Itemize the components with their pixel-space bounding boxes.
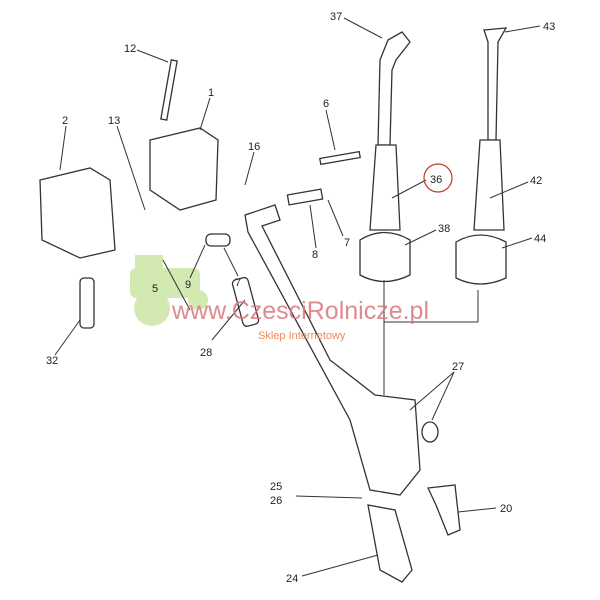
lever-37 (359, 31, 411, 283)
label-28: 28 (200, 347, 212, 359)
label-2: 2 (62, 115, 68, 127)
label-27: 27 (452, 361, 464, 373)
part-20 (427, 484, 461, 536)
main-lever (244, 204, 421, 496)
label-12: 12 (124, 43, 136, 55)
leader-lines (54, 17, 541, 577)
label-7a: 7 (344, 237, 350, 249)
pin-12 (160, 59, 178, 121)
label-6: 6 (323, 98, 329, 110)
watermark-url: www.CzesciRolnicze.pl (172, 297, 430, 325)
label-7b: 7 (235, 277, 241, 289)
label-1: 1 (208, 87, 214, 99)
bracket-1 (149, 127, 219, 211)
label-25: 25 (270, 481, 282, 493)
label-13: 13 (108, 115, 120, 127)
label-42: 42 (530, 175, 542, 187)
label-36: 36 (430, 174, 442, 186)
bushing-9 (205, 233, 231, 247)
bracket-2 (39, 167, 116, 259)
label-37: 37 (330, 11, 342, 23)
spring-32 (79, 277, 95, 329)
highlight-circle (423, 163, 453, 193)
label-8: 8 (312, 249, 318, 261)
label-9: 9 (185, 279, 191, 291)
bolt-6 (319, 150, 361, 166)
pedal-24 (367, 504, 413, 583)
watermark-subtitle: Sklep Internetowy (258, 330, 346, 342)
ring-27 (421, 421, 439, 443)
lever-43 (455, 27, 508, 285)
label-16: 16 (248, 141, 260, 153)
spring-28 (231, 276, 260, 327)
label-32: 32 (46, 355, 58, 367)
pin-8 (286, 188, 324, 206)
label-26: 26 (270, 495, 282, 507)
label-5: 5 (152, 283, 158, 295)
label-44: 44 (534, 233, 546, 245)
tractor-logo (130, 255, 208, 326)
label-20: 20 (500, 503, 512, 515)
label-38: 38 (438, 223, 450, 235)
label-43: 43 (543, 21, 555, 33)
label-24: 24 (286, 573, 298, 585)
